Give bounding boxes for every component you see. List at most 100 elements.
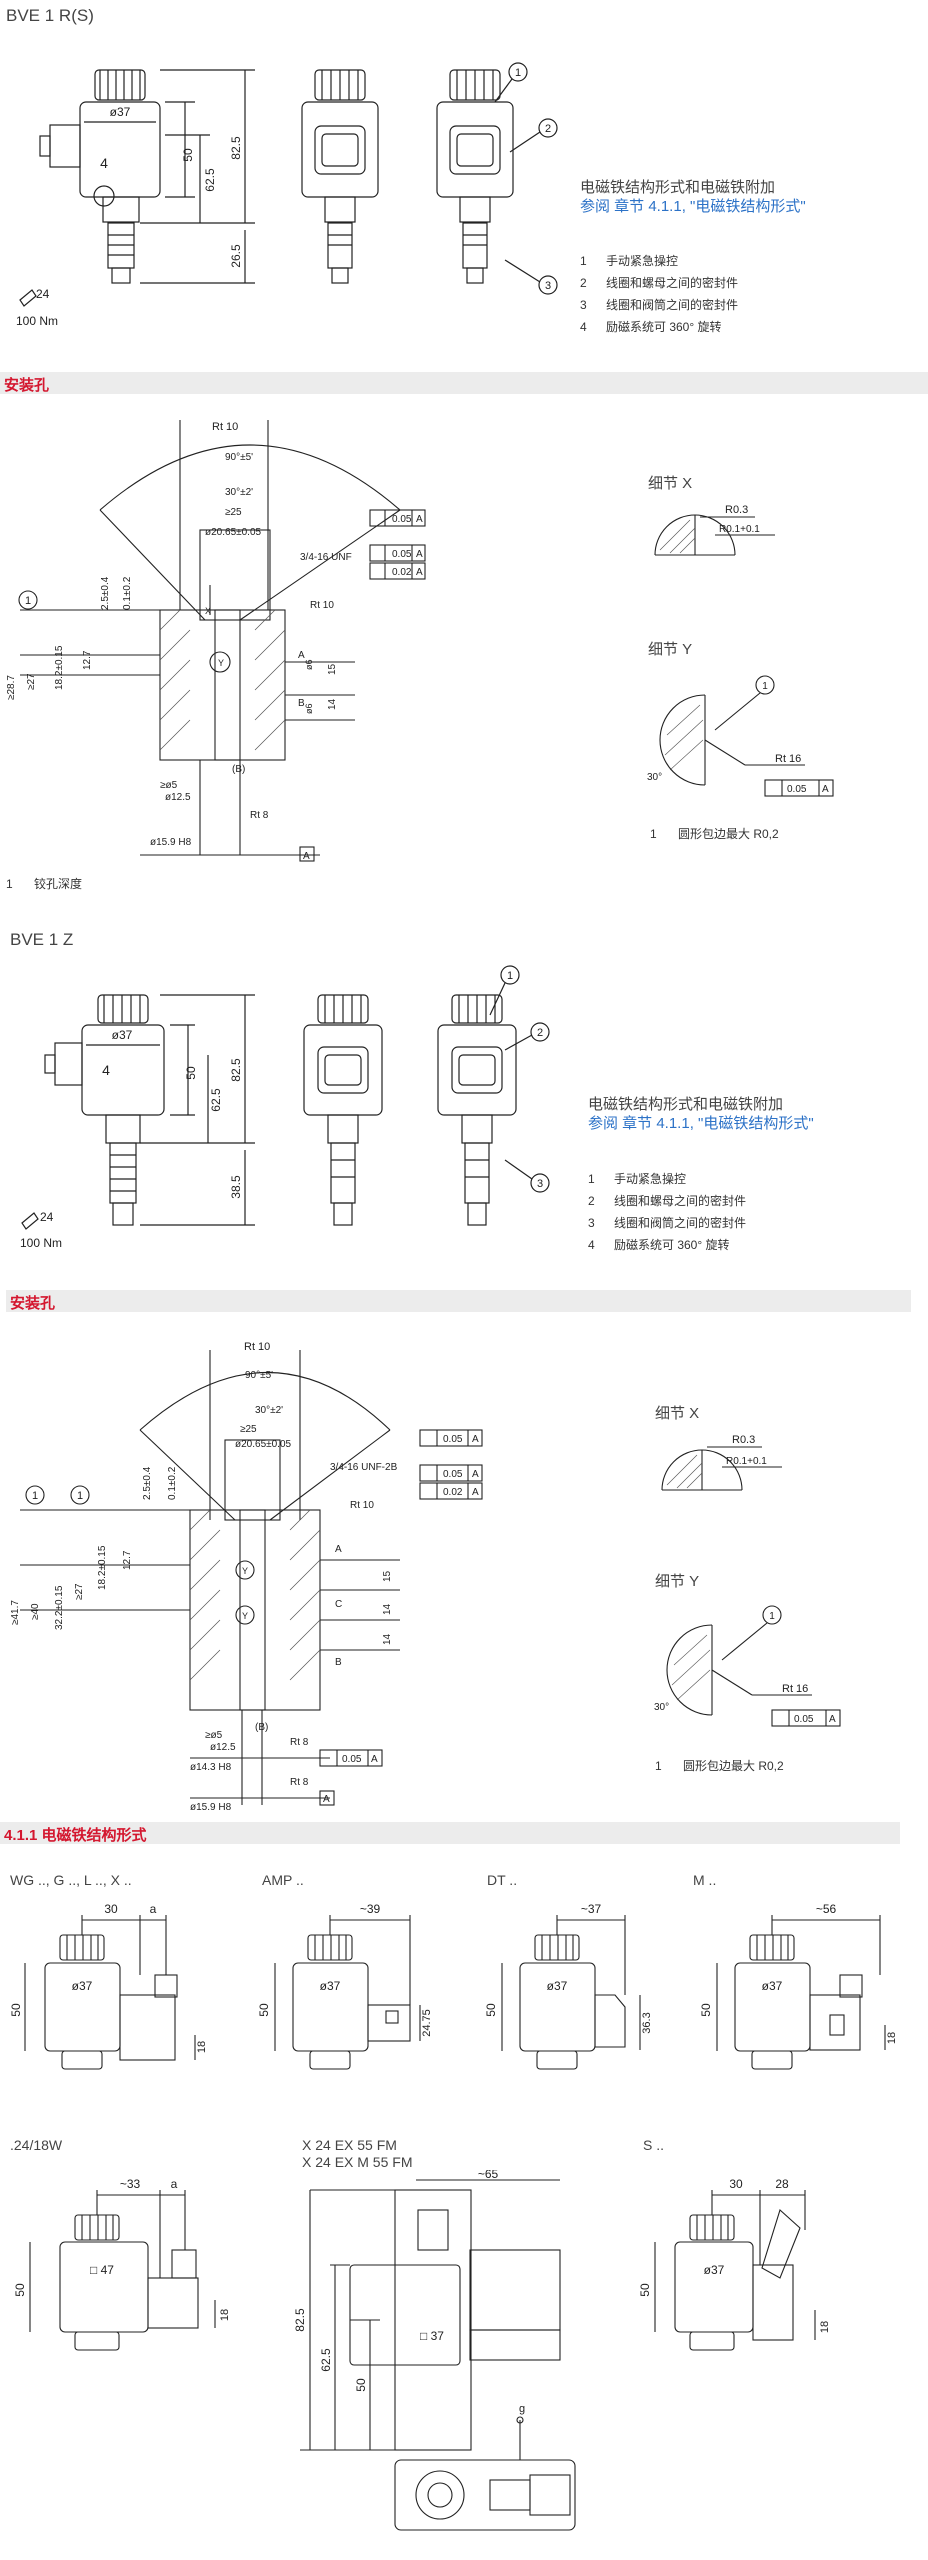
torque-value: 100 Nm: [16, 314, 58, 328]
m2-v182: 18.2±0.15: [97, 1545, 108, 1590]
section-title-bve1rs: BVE 1 R(S): [6, 6, 94, 25]
m1-d5: ≥ø5: [160, 780, 178, 791]
m2-a90: 90°±5': [245, 1370, 273, 1381]
m1-v15: 15: [327, 663, 338, 675]
type-label-ex: X 24 EX 55 FM X 24 EX M 55 FM: [302, 2137, 413, 2170]
m2-paren-b: (B): [255, 1722, 268, 1733]
m1-x: X: [205, 606, 211, 616]
m2-v27: ≥27: [74, 1583, 85, 1600]
m2-d143: ø14.3 H8: [190, 1762, 232, 1773]
detail-y2-title: 细节 Y: [655, 1573, 700, 1590]
m2-d125: ø12.5: [210, 1742, 236, 1753]
m1-ref-a3: A: [416, 567, 423, 578]
m2-ge25: ≥25: [240, 1424, 257, 1435]
m-dim-d37: ø37: [762, 1979, 783, 1993]
detail-y2-rt16: Rt 16: [782, 1683, 808, 1695]
z-callout-1: 1: [507, 970, 513, 982]
m2-d159: ø15.9 H8: [190, 1802, 232, 1813]
detail-y2-drawing: 1 Rt 16 0.05 A 30°: [654, 1605, 841, 1727]
detail-y2-ref: A: [829, 1714, 836, 1725]
type-label-dt: DT ..: [487, 1872, 518, 1888]
section-title-bve1z: BVE 1 Z: [10, 930, 74, 949]
detail-y-angle: 30°: [647, 772, 662, 783]
detail-x-drawing: R0.3 R0.1+0.1: [654, 504, 775, 556]
detail-y-rt16: Rt 16: [775, 753, 801, 765]
section-band-411: 4.1.1 电磁铁结构形式: [0, 1822, 900, 1844]
z-callout-2: 2: [537, 1027, 543, 1039]
z-torque-size: 24: [40, 1210, 54, 1224]
z-dim-38-5: 38.5: [229, 1175, 243, 1199]
ex-dim-625: 62.5: [319, 2348, 333, 2372]
m2-v15: 15: [382, 1570, 393, 1582]
m2-ref-a3: A: [472, 1487, 479, 1498]
m1-v25: 2.5±0.4: [100, 576, 111, 610]
type-label-m: M ..: [693, 1872, 717, 1888]
callout-3: 3: [545, 280, 551, 292]
m2-callout1b: 1: [77, 1490, 83, 1502]
m1-y: Y: [218, 658, 224, 668]
type-label-wg: WG .., G .., L .., X ..: [10, 1872, 132, 1888]
detail-x2-r03: R0.3: [732, 1434, 755, 1446]
z-dim-62-5: 62.5: [209, 1088, 223, 1112]
m2-y1: Y: [242, 1566, 248, 1576]
m1-thread: 3/4-16 UNF: [300, 552, 352, 563]
m2-d5: ≥ø5: [205, 1730, 223, 1741]
m2-d2065: ø20.65±0.05: [235, 1439, 292, 1450]
callout-4: 4: [100, 155, 108, 171]
m1-d125: ø12.5: [165, 792, 191, 803]
bve1z-drawings: 4 ø37 50 62.5 82.5 38.5 24 100 Nm 1 2 3: [20, 965, 550, 1250]
m2-rt8b: Rt 8: [290, 1777, 309, 1788]
caption-line1: 电磁铁结构形式和电磁铁附加: [588, 1096, 784, 1113]
ex-dim-65: ~65: [478, 2170, 499, 2181]
detail-y2-callout: 1: [769, 1611, 775, 1622]
m1-rt10b: Rt 10: [310, 600, 334, 611]
m1-ref-a2: A: [416, 549, 423, 560]
m2-v322: 32.2±0.15: [54, 1585, 65, 1630]
m2-rt8a: Rt 8: [290, 1737, 309, 1748]
amp-dim-2475: 24.75: [421, 2009, 433, 2037]
detail-y-callout: 1: [762, 681, 768, 692]
solenoid-types-row2: ~33 a □ 47 50 18 ~65 □ 37 82.5 62.5 50 g…: [13, 2170, 831, 2531]
caption-link[interactable]: 参阅 章节 4.1.1, "电磁铁结构形式": [588, 1115, 814, 1132]
m1-v182: 18.2±0.15: [54, 645, 65, 690]
dt-dim-50: 50: [484, 2003, 498, 2017]
m2-tol2: 0.05: [443, 1469, 463, 1480]
m2-v40: ≥40: [30, 1603, 41, 1620]
s-dim-d37: ø37: [704, 2263, 725, 2277]
s-dim-18: 18: [819, 2321, 831, 2333]
amp-dim-39: ~39: [360, 1902, 381, 1916]
m1-callout1: 1: [25, 595, 31, 607]
z-callout-4: 4: [102, 1062, 110, 1078]
m1-rt8: Rt 8: [250, 810, 269, 821]
m2-b: B: [335, 1657, 342, 1668]
detail-x-r03: R0.3: [725, 504, 748, 516]
caption-link[interactable]: 参阅 章节 4.1.1, "电磁铁结构形式": [580, 198, 806, 215]
m2-v25: 2.5±0.4: [142, 1466, 153, 1500]
m1-a: A: [298, 650, 305, 661]
m2-ref-a2: A: [472, 1469, 479, 1480]
m2-v14a: 14: [382, 1603, 393, 1615]
mount2-drawing: Rt 10 90°±5' 30°±2' ≥25 ø20.65±0.05 3/4-…: [10, 1341, 483, 1813]
m2-tol3: 0.02: [443, 1487, 463, 1498]
section-band-mount1: 安装孔: [0, 372, 928, 394]
z-dim-82-5: 82.5: [229, 1058, 243, 1082]
m1-ref-a4: A: [303, 851, 310, 862]
m1-ref-a: A: [416, 514, 423, 525]
m1-d159: ø15.9 H8: [150, 837, 192, 848]
wg-dim-d37: ø37: [72, 1979, 93, 1993]
type-label-s: S ..: [643, 2137, 665, 2153]
detail-y-title: 细节 Y: [648, 641, 693, 658]
m2-ref-a1: A: [472, 1434, 479, 1445]
amp-dim-50: 50: [257, 2003, 271, 2017]
m1-rt10: Rt 10: [212, 421, 238, 433]
m1-a90: 90°±5': [225, 452, 253, 463]
